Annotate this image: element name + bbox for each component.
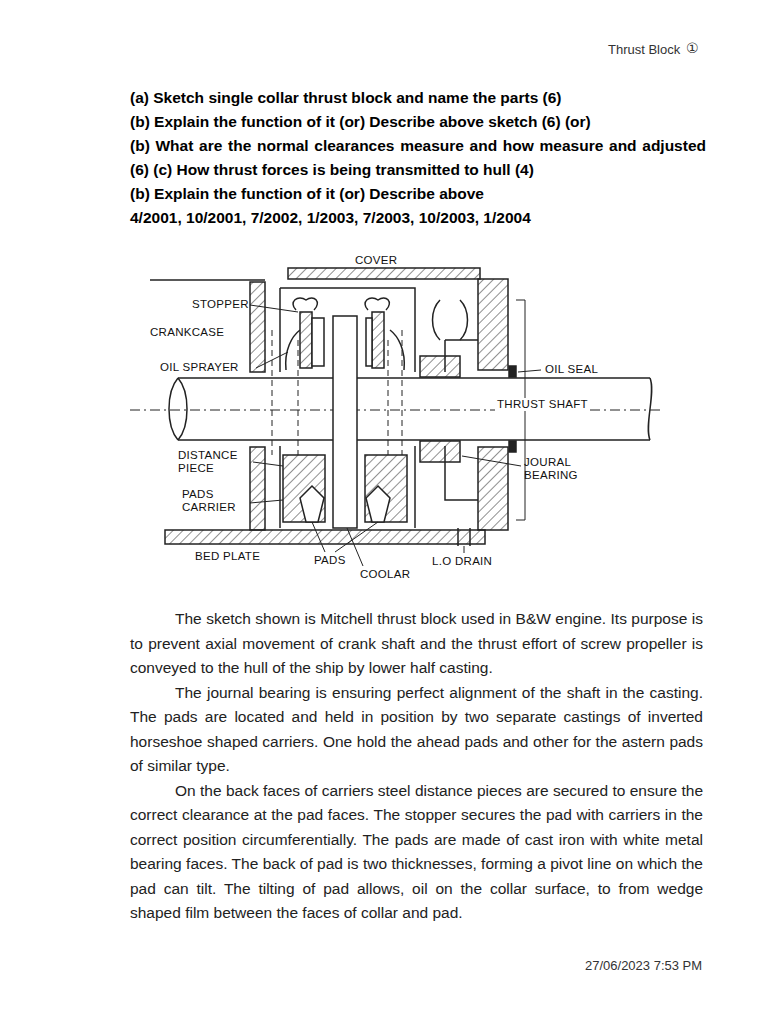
part-label: PADS	[314, 554, 346, 567]
paragraph: The sketch shown is Mitchell thrust bloc…	[130, 607, 703, 681]
part-label: STOPPER	[192, 298, 249, 311]
part-label: OIL SEAL	[545, 363, 598, 376]
question: (a) Sketch single collar thrust block an…	[130, 86, 706, 110]
part-label: L.O DRAIN	[432, 555, 492, 568]
question: (b) What are the normal clearances measu…	[130, 134, 706, 182]
page-header: Thrust Block	[608, 42, 680, 57]
part-label: THRUST SHAFT	[495, 398, 590, 411]
part-label: DISTANCE PIECE	[178, 449, 252, 475]
paragraph: On the back faces of carriers steel dist…	[130, 779, 703, 926]
question: (b) Explain the function of it (or) Desc…	[130, 110, 706, 134]
part-label: CRANKCASE	[150, 326, 224, 339]
part-label: BED PLATE	[195, 550, 260, 563]
part-label: COOLAR	[360, 568, 410, 581]
part-label: OIL SPRAYER	[160, 361, 239, 374]
timestamp: 27/06/2023 7:53 PM	[585, 958, 702, 973]
body-text: The sketch shown is Mitchell thrust bloc…	[130, 607, 703, 926]
part-label: PADS CARRIER	[182, 488, 248, 514]
question: (b) Explain the function of it (or) Desc…	[130, 182, 706, 206]
paragraph: The journal bearing is ensuring perfect …	[130, 681, 703, 779]
page-number: ①	[686, 40, 699, 56]
part-label: JOURAL BEARING	[524, 456, 596, 482]
part-label: COVER	[355, 254, 397, 267]
exam-dates: 4/2001, 10/2001, 7/2002, 1/2003, 7/2003,…	[130, 206, 706, 230]
question-block: (a) Sketch single collar thrust block an…	[130, 86, 706, 230]
